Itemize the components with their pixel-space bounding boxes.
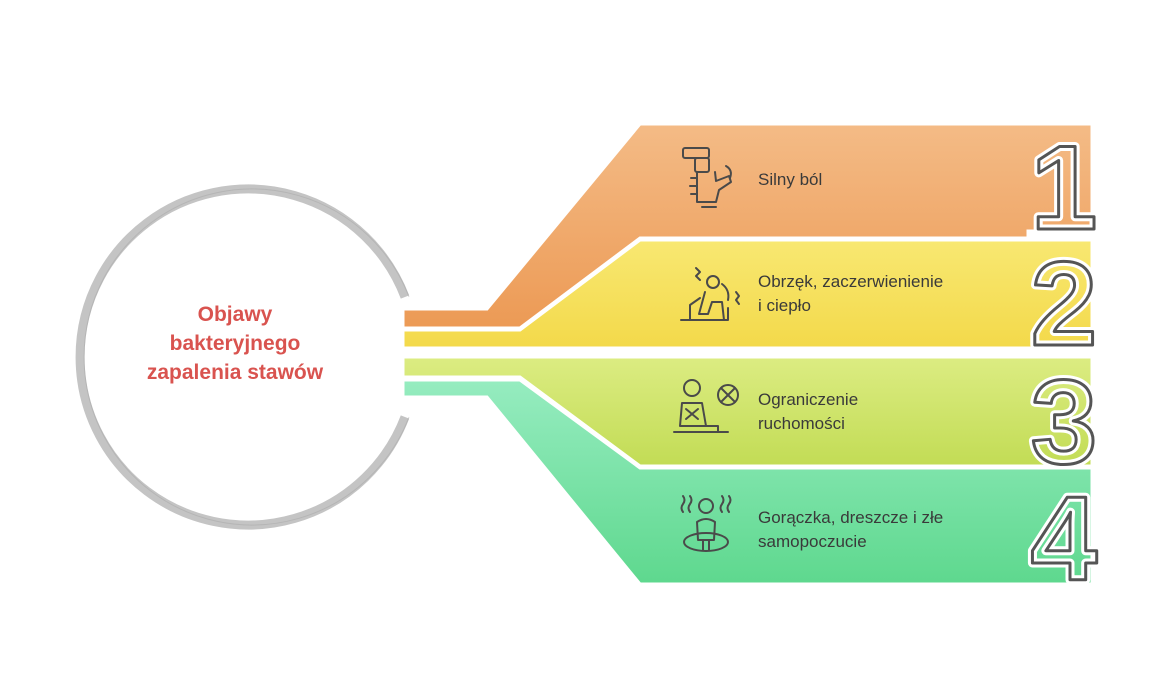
hand-pain-icon (682, 147, 732, 208)
title-line-2: bakteryjnego (169, 332, 301, 355)
step-3-line-2: ruchomości (758, 414, 845, 433)
step-label-3: Ograniczenie ruchomości (758, 388, 858, 436)
step-4-line-2: samopoczucie (758, 532, 867, 551)
step-label-4: Gorączka, dreszcze i złe samopoczucie (758, 506, 943, 554)
swollen-joint-icon (680, 267, 740, 321)
band-2 (401, 238, 1094, 350)
step-label-2: Obrzęk, zaczerwienienie i ciepło (758, 270, 943, 318)
step-number-3-outline: 3 (1031, 355, 1098, 489)
step-number-2: 2 (1031, 237, 1098, 371)
step-number-4: 4 (1031, 472, 1098, 606)
step-number-2-outline: 2 (1031, 237, 1098, 371)
band-3 (401, 355, 1094, 468)
step-3-line-1: Ograniczenie (758, 390, 859, 409)
restricted-movement-icon (673, 379, 739, 433)
step-number-1-outline: 1 (1031, 121, 1098, 255)
step-1-line-1: Silny ból (758, 170, 823, 189)
center-ring (75, 184, 410, 530)
step-4-line-1: Gorączka, dreszcze i złe (758, 508, 944, 527)
band-4 (401, 378, 1094, 586)
step-2-line-2: i ciepło (758, 296, 811, 315)
title-line-3: zapalenia stawów (146, 361, 324, 384)
band-1 (401, 122, 1094, 330)
step-2-line-1: Obrzęk, zaczerwienienie (758, 272, 944, 291)
diagram-title: Objawy bakteryjnego zapalenia stawów (95, 300, 375, 387)
step-number-3: 3 (1031, 355, 1098, 489)
step-label-1: Silny ból (758, 168, 822, 192)
fever-chills-icon (680, 495, 732, 552)
step-number-1: 1 (1031, 121, 1098, 255)
step-number-4-outline: 4 (1031, 472, 1098, 606)
title-line-1: Objawy (197, 303, 273, 326)
